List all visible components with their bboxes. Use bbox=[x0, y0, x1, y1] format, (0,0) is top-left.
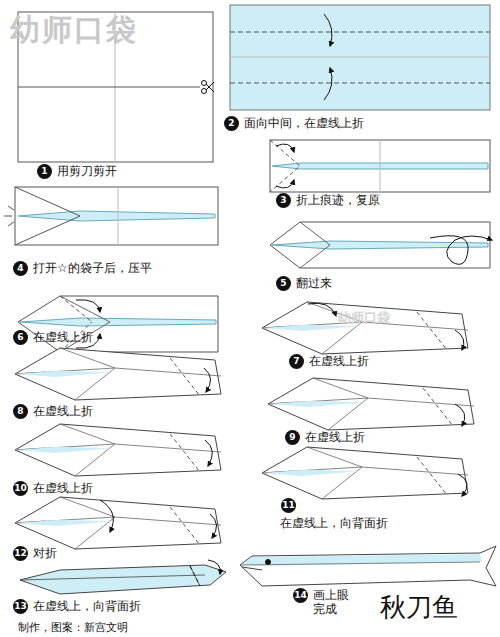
step-number: 3 bbox=[276, 193, 291, 208]
step-number: 4 bbox=[13, 261, 28, 276]
step-number: 12 bbox=[13, 546, 28, 561]
step-instruction: 在虚线上折 bbox=[33, 330, 93, 344]
watermark: 幼师口袋 bbox=[338, 310, 390, 326]
step-instruction: 在虚线上折 bbox=[305, 430, 365, 444]
step-instruction: 用剪刀剪开 bbox=[57, 164, 117, 178]
step-number: 10 bbox=[13, 481, 28, 496]
step-number: 1 bbox=[37, 164, 52, 179]
step-instruction: 打开☆的袋子后，压平 bbox=[33, 261, 152, 275]
step-instruction: 在虚线上折 bbox=[33, 481, 93, 495]
step-instruction: 在虚线上，向背面折 bbox=[280, 516, 388, 530]
step-instruction: 画上眼 完成 bbox=[313, 588, 351, 617]
step-number: 2 bbox=[224, 116, 239, 131]
step-number: 7 bbox=[289, 354, 304, 369]
step-instruction: 面向中间，在虚线上折 bbox=[244, 116, 364, 130]
watermark: 幼师口袋 bbox=[10, 12, 138, 48]
step-instruction: 翻过来 bbox=[296, 276, 332, 290]
step-instruction: 在虚线上折 bbox=[33, 404, 93, 418]
step-instruction: 对折 bbox=[33, 546, 57, 560]
step-number: 9 bbox=[285, 430, 300, 445]
step-instruction: 折上痕迹，复原 bbox=[296, 193, 380, 207]
step-number: 5 bbox=[276, 276, 291, 291]
step-instruction: 在虚线上，向背面折 bbox=[33, 599, 141, 613]
step-instruction: 在虚线上折 bbox=[309, 354, 369, 368]
step-number: 11 bbox=[281, 498, 296, 513]
title: 秋刀鱼 bbox=[380, 590, 458, 625]
step-number: 13 bbox=[13, 599, 28, 614]
step-number: 8 bbox=[13, 404, 28, 419]
step-number: 6 bbox=[13, 330, 28, 345]
step-number: 14 bbox=[293, 588, 308, 603]
credit-caption: 制作，图案：新宫文明 bbox=[18, 620, 128, 635]
